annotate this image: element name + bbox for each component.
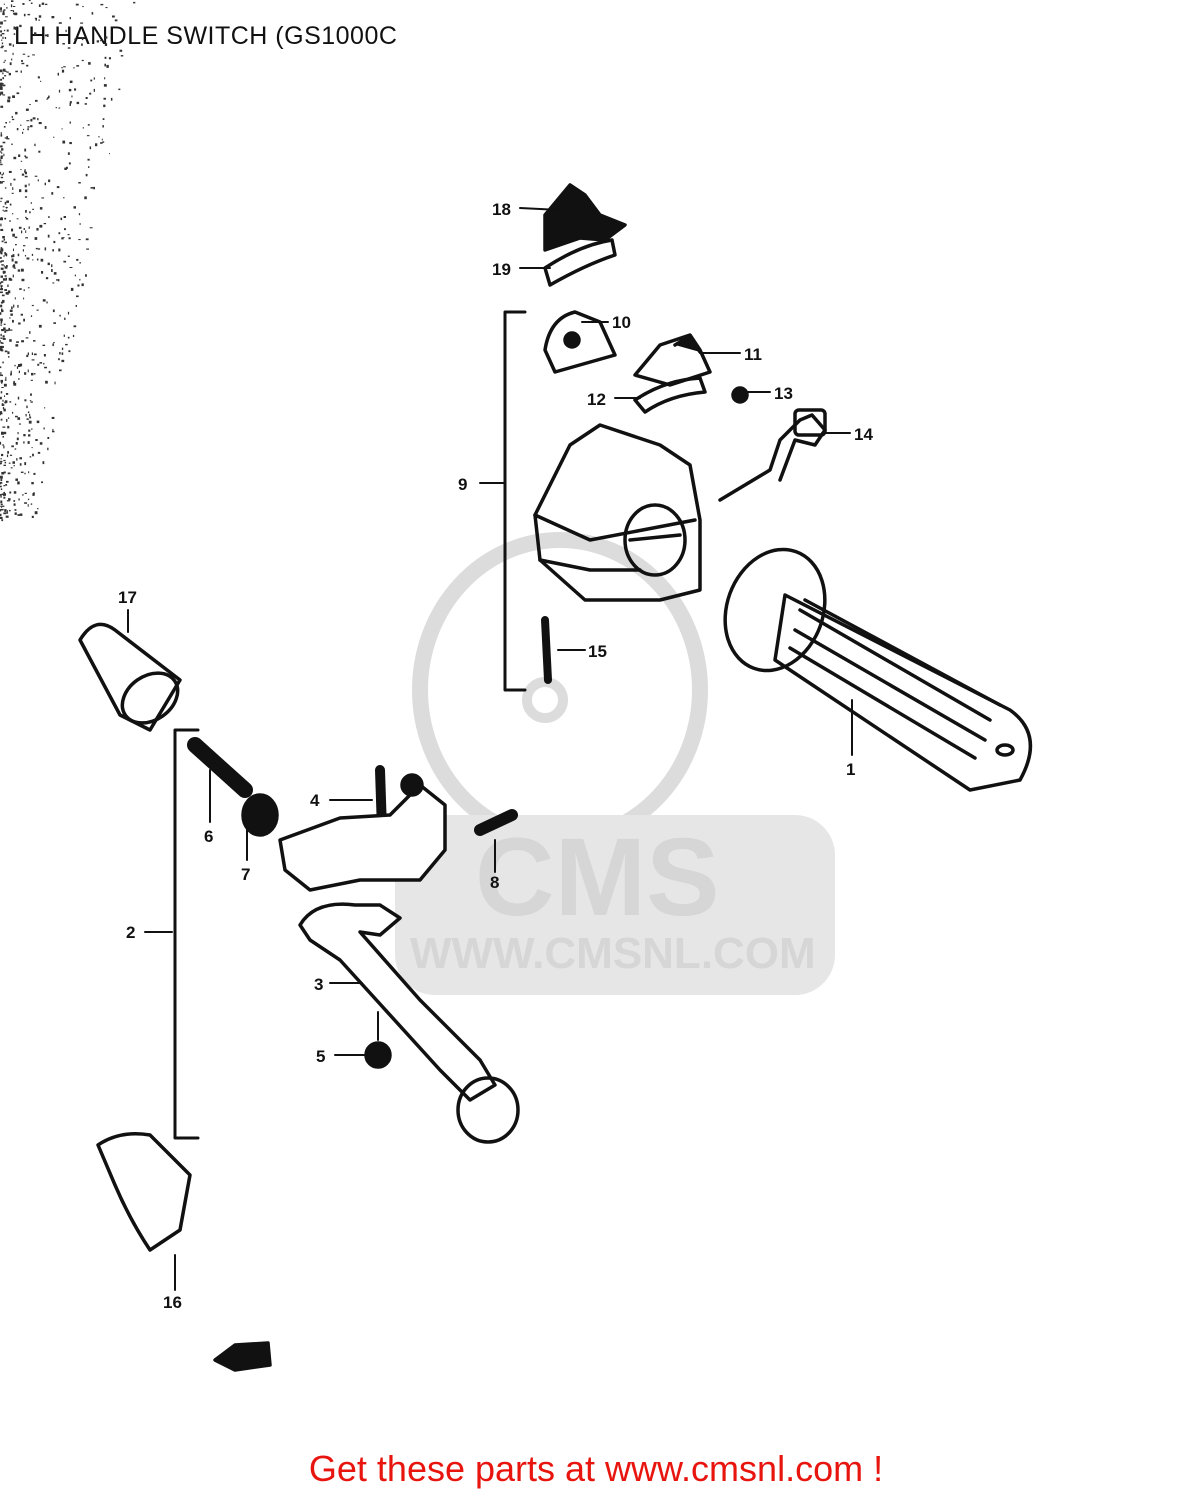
callout-3: 3: [314, 975, 323, 994]
part-18-knob: [543, 183, 627, 252]
part-6-bolt: [187, 737, 253, 798]
footer-link[interactable]: Get these parts at www.cmsnl.com !: [308, 1448, 884, 1489]
part-17-cap: [78, 622, 182, 732]
part-14-wire: [718, 413, 827, 502]
callout-6: 6: [204, 827, 213, 846]
exploded-parts-drawing: CMS WWW.CMSNL.COM: [0, 0, 1033, 1372]
part-12-plate: [633, 376, 707, 414]
part-19-plate: [543, 238, 617, 287]
part-10-cover: [543, 310, 617, 374]
part-5-nut: [364, 1041, 392, 1069]
part-1-grip: [723, 547, 1033, 792]
part-16-boot: [96, 1132, 192, 1252]
callout-1: 1: [846, 760, 855, 779]
callout-18: 18: [492, 200, 511, 219]
callout-13: 13: [774, 384, 793, 403]
callout-11: 11: [744, 345, 762, 364]
scan-noise: [0, 0, 136, 522]
callout-8: 8: [490, 873, 499, 892]
lever-holder: [278, 783, 447, 892]
part-3-lever: [298, 902, 497, 1102]
part-13-screw: [731, 386, 749, 404]
bracket-9: [503, 310, 527, 692]
part-9-switch-housing: [533, 423, 702, 602]
callout-14: 14: [854, 425, 873, 444]
part-7-collar: [241, 793, 279, 837]
callout-4: 4: [310, 791, 320, 810]
callout-16: 16: [163, 1293, 182, 1312]
callout-19: 19: [492, 260, 511, 279]
watermark-url: WWW.CMSNL.COM: [410, 929, 816, 978]
leader-lines: [127, 207, 853, 1291]
callout-2: 2: [126, 923, 135, 942]
bracket-2: [173, 728, 200, 1140]
diagram-title: LH HANDLE SWITCH (GS1000C: [14, 22, 398, 50]
callout-7: 7: [241, 865, 250, 884]
watermark-brand: CMS: [475, 816, 719, 939]
callout-9: 9: [458, 475, 467, 494]
callout-12: 12: [587, 390, 606, 409]
callout-15: 15: [588, 642, 607, 661]
watermark: CMS WWW.CMSNL.COM: [395, 532, 835, 995]
fwd-arrow: [213, 1341, 272, 1372]
callout-10: 10: [612, 313, 631, 332]
callout-17: 17: [118, 588, 137, 607]
part-15-screw: [541, 616, 552, 684]
callout-5: 5: [316, 1047, 325, 1066]
callout-labels: 1 2 3 4 5 6 7 8 9 10 11 12 13 14 15 16 1…: [118, 200, 873, 1312]
part-8-bolt: [474, 809, 518, 836]
